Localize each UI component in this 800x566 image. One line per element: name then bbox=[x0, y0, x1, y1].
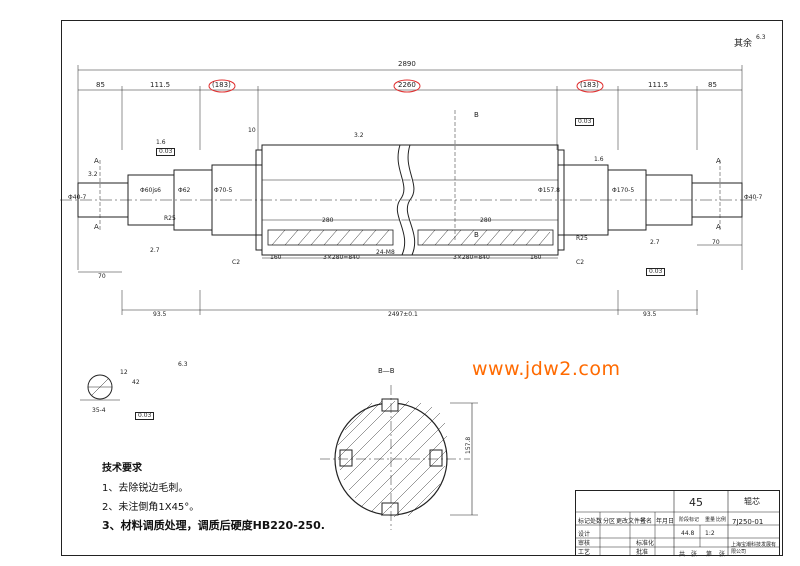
key-label-left: 2.7 bbox=[150, 247, 160, 254]
header-date: 年月日 bbox=[656, 518, 675, 525]
dia-right-40: Φ40-7 bbox=[744, 194, 763, 201]
drawing-number: 7J250-01 bbox=[732, 518, 764, 526]
left-flange bbox=[255, 149, 263, 251]
dia-left-40: Φ40-7 bbox=[68, 194, 87, 201]
right-shaft-end bbox=[691, 182, 743, 218]
chamfer-c2-left: C2 bbox=[232, 259, 241, 266]
dim-right-160: 160 bbox=[530, 254, 542, 261]
dim-right-circled: (183) bbox=[580, 81, 599, 89]
header-sign: 签名 bbox=[640, 518, 653, 525]
surface-finish-value: 6.3 bbox=[756, 34, 766, 41]
dim-hole: 24-M8 bbox=[376, 249, 395, 256]
right-flange bbox=[557, 149, 565, 251]
role-approve: 批准 bbox=[636, 549, 649, 556]
circled-dim-left bbox=[208, 79, 236, 93]
chamfer-r25-left: R25 bbox=[164, 215, 176, 222]
roughness-body: 3.2 bbox=[354, 132, 364, 139]
watermark-url: www.jdw2.com bbox=[472, 358, 621, 380]
dim-left-160: 160 bbox=[270, 254, 282, 261]
dim-left-93: 93.5 bbox=[153, 311, 167, 318]
dim-middle-circled: 2260 bbox=[398, 81, 416, 89]
scale-label: 比例 bbox=[716, 517, 727, 523]
section-a-right-bottom: A bbox=[716, 223, 721, 231]
circled-dim-right bbox=[576, 79, 604, 93]
roughness-left-end: 3.2 bbox=[88, 171, 98, 178]
section-height-label: 157.8 bbox=[465, 436, 472, 454]
tolerance-frame-right: 0.03 bbox=[575, 118, 595, 126]
dim-2497: 2497±0.1 bbox=[388, 311, 418, 318]
dim-right-end: 85 bbox=[708, 81, 717, 89]
footer-total: 共 bbox=[679, 551, 686, 558]
slot-right bbox=[417, 229, 554, 246]
dim-slot-right: 280 bbox=[480, 217, 492, 224]
role-design: 设计 bbox=[578, 531, 591, 538]
dim-overall: 2890 bbox=[398, 60, 416, 68]
detail-roughness: 6.3 bbox=[178, 361, 188, 368]
dia-left-60: Φ60js6 bbox=[140, 187, 161, 194]
section-b-bottom: B bbox=[474, 231, 479, 239]
section-a-right-top: A bbox=[716, 157, 721, 165]
dim-pitch-right: 3×280=840 bbox=[453, 254, 490, 261]
footer-no: 第 bbox=[706, 551, 713, 558]
chamfer-c2-right: C2 bbox=[576, 259, 585, 266]
roughness-right: 1.6 bbox=[594, 156, 604, 163]
dim-pitch-left: 3×280=840 bbox=[323, 254, 360, 261]
dim-left-70: 70 bbox=[98, 273, 106, 280]
header-change-no: 更改文件号 bbox=[616, 518, 647, 525]
dim-right-93: 93.5 bbox=[643, 311, 657, 318]
role-standard: 标准化 bbox=[636, 540, 655, 547]
notes-title: 技术要求 bbox=[102, 463, 142, 474]
section-b-top: B bbox=[474, 111, 479, 119]
roughness-left: 1.6 bbox=[156, 139, 166, 146]
technical-requirements: 技术要求 1、去除锐边毛刺。 2、未注倒角1X45°。 3、材料调质处理，调质后… bbox=[102, 459, 325, 537]
detail-dim-35: 35-4 bbox=[92, 407, 106, 414]
role-review: 审核 bbox=[578, 540, 591, 547]
tolerance-frame-detail: 0.03 bbox=[135, 412, 155, 420]
break-line bbox=[396, 144, 406, 256]
part-name: 辊芯 bbox=[744, 497, 760, 506]
header-mark: 标记 bbox=[578, 518, 591, 525]
dia-170: Φ170-5 bbox=[612, 187, 635, 194]
header-zone: 分区 bbox=[603, 518, 616, 525]
tolerance-frame-bottom: 0.03 bbox=[646, 268, 666, 276]
stage-label: 阶段标记 bbox=[679, 517, 700, 523]
header-count: 处数 bbox=[590, 518, 603, 525]
dim-right-70: 70 bbox=[712, 239, 720, 246]
detail-dim-42: 42 bbox=[132, 379, 140, 386]
dia-left-70: Φ70-5 bbox=[214, 187, 233, 194]
material: 45 bbox=[689, 496, 703, 509]
company-name: 上海宝潮科技发展有限公司 bbox=[731, 542, 777, 555]
note-item: 2、未注倒角1X45°。 bbox=[102, 502, 200, 513]
circled-dim-middle bbox=[393, 79, 421, 93]
surface-finish-note: 其余 bbox=[734, 39, 753, 49]
dim-left-step: 111.5 bbox=[150, 81, 171, 89]
slot-left bbox=[267, 229, 394, 246]
title-block: 45 辊芯 7J250-01 上海宝潮科技发展有限公司 44.8 1:2 阶段标… bbox=[575, 490, 780, 558]
dim-right-step: 111.5 bbox=[648, 81, 669, 89]
dia-157: Φ157.8 bbox=[538, 187, 560, 194]
section-a-left-bottom: A bbox=[94, 223, 99, 231]
weight: 44.8 bbox=[681, 530, 695, 537]
role-process: 工艺 bbox=[578, 549, 591, 556]
scale: 1:2 bbox=[705, 530, 715, 537]
section-a-left-top: A bbox=[94, 157, 99, 165]
chamfer-r25-right: R25 bbox=[576, 235, 588, 242]
note-item: 3、材料调质处理，调质后硬度HB220-250. bbox=[102, 519, 325, 532]
dim-left-end: 85 bbox=[96, 81, 105, 89]
dim-slot-left: 280 bbox=[322, 217, 334, 224]
drawing-frame bbox=[61, 20, 783, 556]
key-label-right: 2.7 bbox=[650, 239, 660, 246]
dia-left-62: Φ62 bbox=[178, 187, 191, 194]
dim-ten: 10 bbox=[248, 127, 256, 134]
footer-sheet: 张 bbox=[691, 551, 698, 558]
note-item: 1、去除锐边毛刺。 bbox=[102, 483, 189, 494]
section-bb-label: B—B bbox=[378, 367, 395, 375]
footer-sheet2: 张 bbox=[719, 551, 726, 558]
detail-dim-12: 12 bbox=[120, 369, 128, 376]
tolerance-frame-left: 0.03 bbox=[156, 148, 176, 156]
dim-left-circled: (183) bbox=[212, 81, 231, 89]
weight-label: 重量 bbox=[705, 517, 716, 523]
